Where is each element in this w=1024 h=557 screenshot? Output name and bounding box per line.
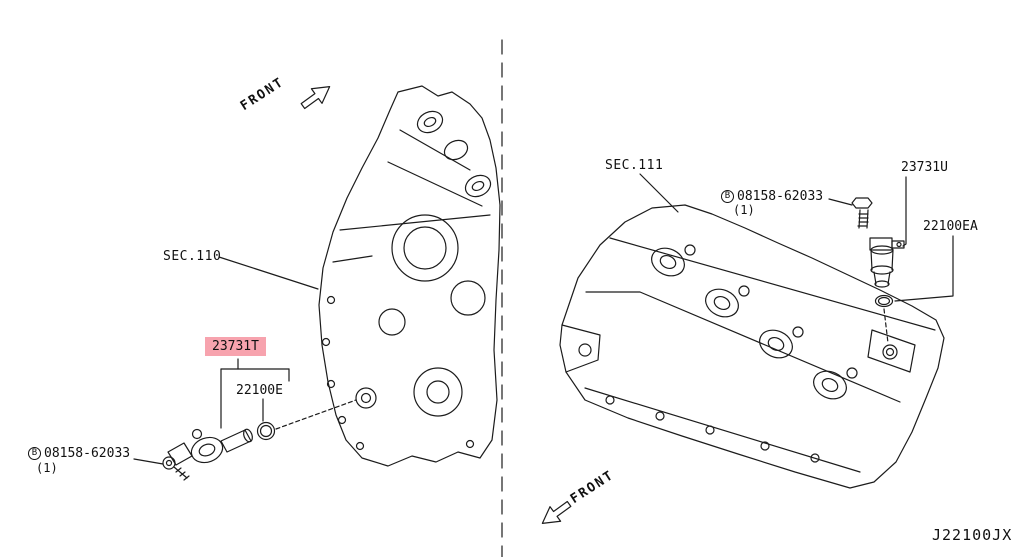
bolt-part-number-right: 08158-62033 [737, 189, 824, 204]
sensor-mount-boss-left [355, 387, 377, 409]
part-callout-23731t-highlighted[interactable]: 23731T [205, 337, 266, 356]
o-ring-drawing-right [874, 294, 894, 308]
engine-block-drawing-left [318, 85, 501, 467]
section-ref-label-right: SEC.111 [605, 158, 664, 173]
circled-b-marker-right: B [721, 190, 734, 203]
sensor-mount-pad-right [867, 329, 916, 373]
camshaft-sensor-drawing-left [167, 428, 253, 466]
part-callout-bolt-left[interactable]: B 08158-62033 [28, 446, 130, 461]
part-callout-bolt-right[interactable]: B 08158-62033 [721, 189, 823, 204]
part-callout-22100ea[interactable]: 22100EA [923, 219, 978, 234]
part-callout-23731u[interactable]: 23731U [901, 160, 948, 175]
circled-b-marker-left: B [28, 447, 41, 460]
o-ring-drawing-left [256, 421, 276, 441]
leader-lines-right [639, 173, 954, 344]
section-ref-label-left: SEC.110 [163, 249, 222, 264]
front-arrow-icon-left [300, 86, 331, 110]
cylinder-head-drawing-right [559, 204, 945, 489]
leader-lines-left [133, 256, 357, 465]
bolt-quantity-left: (1) [36, 461, 58, 475]
bolt-drawing-right [851, 197, 873, 229]
part-callout-22100e[interactable]: 22100E [236, 383, 283, 398]
camshaft-sensor-drawing-right [869, 237, 905, 288]
bolt-quantity-right: (1) [733, 203, 755, 217]
diagram-code: J22100JX [932, 526, 1013, 544]
front-arrow-icon-right [541, 500, 572, 524]
bolt-part-number-left: 08158-62033 [44, 446, 131, 461]
bolt-drawing-left [162, 456, 190, 481]
